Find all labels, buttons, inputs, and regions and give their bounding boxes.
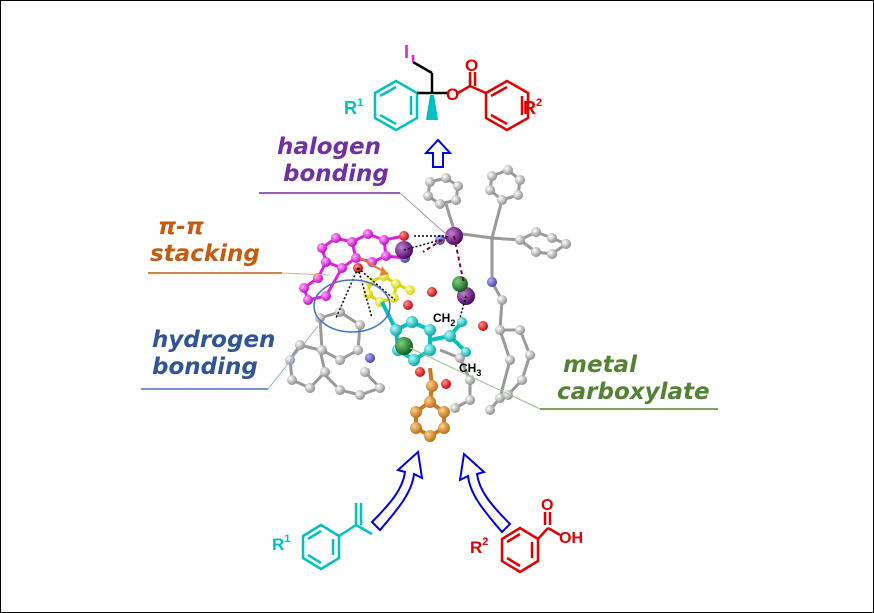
acid-r2-label: R2 [470,536,488,557]
metal-label-line2: carboxylate [557,379,710,405]
nitrogen-atom [487,277,497,287]
product-carbonyl-oxygen-label: O [465,56,478,75]
product-molecule: I O O R1 R2 [344,42,542,132]
halogen-label-line2: bonding [283,161,389,187]
metal-atom [452,276,468,292]
halogen-label-line1: halogen [277,134,382,160]
left-reaction-arrow-icon [370,450,424,532]
metal-carboxylate-label: metal carboxylate [557,352,710,406]
oxygen-atom [403,300,413,310]
hydrogen-label-line2: bonding [152,354,258,380]
oxygen-atom [427,287,437,297]
stacking-label-line2: stacking [150,241,260,267]
oxygen-atom [399,231,409,241]
nitrogen-atom [365,353,375,363]
right-reaction-arrow-icon [458,452,512,534]
product-iodine-label: I [404,42,409,62]
ch2-label: CH2 [433,311,455,328]
cyan-fragment [380,301,471,366]
magenta-fragment [299,229,406,305]
hydrogen-bonding-ellipse [313,279,391,333]
stacking-label-line1: π-π [158,214,204,240]
oxygen-atom [478,321,488,331]
acid-hydroxyl-label: OH [559,530,583,547]
product-arrow-icon [423,138,453,168]
catalyst-3d-model: CH2 CH3 [285,165,571,442]
product-phenyl-ring [373,79,419,132]
hydrogen-bonding-label: hydrogen bonding [152,327,275,381]
halogen-bonding-label: halogen bonding [277,134,389,188]
pi-stacking-label: π-π stacking [150,214,260,268]
ch3-label: CH3 [459,361,481,378]
product-r2-label: R2 [523,97,542,118]
styrene-r1-label: R1 [272,533,290,554]
acid-carbonyl-oxygen-label: O [541,497,553,514]
metal-label-line1: metal [563,352,637,378]
product-r1-label: R1 [344,97,363,118]
non-covalent-contacts [335,235,467,319]
orange-benzoate-fragment [410,367,451,442]
styrene-molecule: R1 [272,503,373,571]
product-ester-oxygen-label: O [446,85,459,104]
grey-framework-atoms [285,165,571,415]
product-benzoate-ring [484,79,530,132]
metal-atom [395,337,413,355]
benzoic-acid-molecule: O OH R2 [470,497,583,574]
hydrogen-label-line1: hydrogen [152,327,276,353]
